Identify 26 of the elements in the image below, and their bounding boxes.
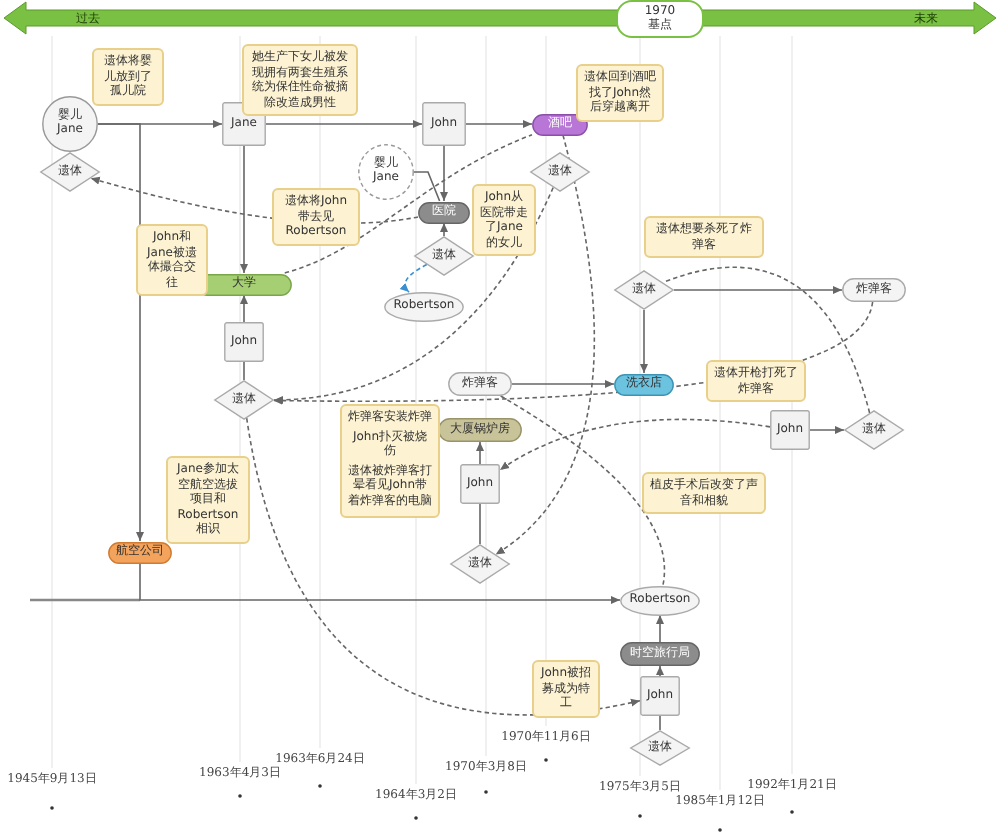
dashed-arrow bbox=[245, 417, 641, 716]
arrow bbox=[139, 562, 621, 604]
arrow bbox=[240, 145, 248, 274]
connector-line bbox=[413, 171, 441, 202]
connector-line bbox=[479, 503, 481, 545]
arrow bbox=[656, 614, 664, 643]
dashed-line bbox=[662, 266, 871, 414]
arrow bbox=[511, 380, 615, 388]
connector-line bbox=[243, 361, 245, 381]
arrow bbox=[240, 294, 248, 323]
dashed-arrow bbox=[400, 263, 428, 293]
arrow bbox=[673, 286, 843, 294]
dashed-arrow bbox=[499, 418, 771, 471]
arrow bbox=[440, 145, 448, 202]
dashed-line bbox=[283, 133, 533, 274]
arrow bbox=[465, 120, 533, 128]
arrow bbox=[809, 426, 845, 434]
dashed-arrow bbox=[273, 186, 554, 404]
dashed-line bbox=[499, 395, 666, 586]
arrow bbox=[265, 120, 423, 128]
dashed-arrow bbox=[494, 134, 595, 556]
arrow bbox=[440, 222, 448, 237]
arrow bbox=[656, 665, 664, 677]
arrow bbox=[640, 309, 648, 374]
connector-line bbox=[659, 715, 661, 731]
arrow bbox=[476, 441, 484, 465]
